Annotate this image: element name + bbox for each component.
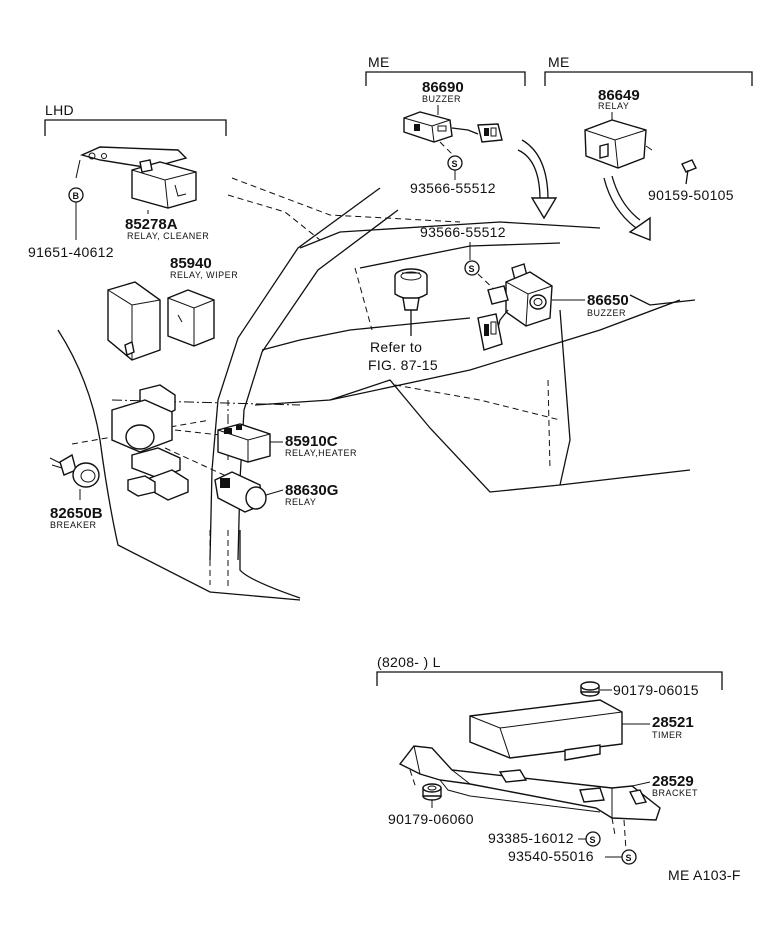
nut-90179-bottom-illustration	[422, 783, 442, 801]
reference-line-2: FIG. 87-15	[368, 357, 438, 373]
part-name-88630g: RELAY	[285, 497, 316, 507]
timer-illustration	[469, 699, 623, 761]
part-number-28529: 28529	[652, 773, 694, 790]
bracket-illustration	[398, 745, 661, 851]
part-name-85910c: RELAY,HEATER	[285, 448, 357, 458]
group-bracket-lhd: LHD	[44, 102, 227, 136]
arrow-icon-left	[517, 139, 558, 220]
screw-symbol-s-3: S	[585, 831, 601, 847]
fastener-label-91651: 91651-40612	[28, 244, 114, 260]
fastener-label-90179-top: 90179-06015	[613, 682, 699, 698]
relay-88630g-illustration	[214, 471, 267, 513]
breaker-illustration	[49, 453, 100, 488]
fastener-label-93540: 93540-55016	[508, 848, 594, 864]
arrow-icon-right	[603, 175, 651, 242]
fastener-label-90159: 90159-50105	[648, 187, 734, 203]
svg-text:S: S	[590, 835, 596, 845]
part-number-28521: 28521	[652, 714, 694, 731]
part-number-86650: 86650	[587, 292, 629, 309]
group-bracket-date-range: (8208- ) L	[376, 654, 723, 690]
group-label-me-right: ME	[548, 54, 570, 70]
part-name-86649: RELAY	[598, 101, 629, 111]
fastener-label-93385: 93385-16012	[488, 830, 574, 846]
relay-heater-illustration	[217, 423, 271, 463]
group-bracket-me-right: ME	[544, 54, 753, 86]
relay-wiper-illustration	[107, 281, 215, 361]
group-label-date-range: (8208- ) L	[377, 654, 441, 670]
fastener-label-90179-bottom: 90179-06060	[388, 811, 474, 827]
part-name-28529: BRACKET	[652, 788, 698, 798]
svg-text:S: S	[626, 853, 632, 863]
reference-line-1: Refer to	[370, 339, 422, 355]
fastener-label-93566-a: 93566-55512	[410, 180, 496, 196]
relay-86649-illustration	[584, 119, 653, 169]
part-name-82650b: BREAKER	[50, 520, 97, 530]
part-name-85940: RELAY, WIPER	[170, 270, 238, 280]
buzzer-86690-illustration	[403, 111, 503, 143]
part-number-85940: 85940	[170, 255, 212, 272]
footer-code: ME A103-F	[668, 867, 741, 883]
buzzer-round-illustration	[394, 268, 428, 336]
junction-block-illustration	[111, 384, 189, 501]
group-bracket-me-left: ME	[365, 54, 526, 86]
group-label-me-left: ME	[368, 54, 390, 70]
part-number-85278a: 85278A	[125, 216, 178, 233]
svg-text:S: S	[452, 159, 458, 169]
nut-90179-top-illustration	[580, 681, 600, 697]
buzzer-86650-illustration	[477, 263, 553, 351]
part-number-88630g: 88630G	[285, 482, 338, 499]
screw-symbol-s-2: S	[464, 260, 480, 276]
group-label-lhd: LHD	[45, 102, 74, 118]
relay-cleaner-illustration	[79, 146, 197, 209]
part-name-28521: TIMER	[652, 730, 683, 740]
screw-90159-illustration	[681, 159, 697, 185]
part-number-85910c: 85910C	[285, 433, 338, 450]
part-number-86690: 86690	[422, 79, 464, 96]
part-name-86690: BUZZER	[422, 94, 461, 104]
fastener-label-93566-b: 93566-55512	[420, 224, 506, 240]
svg-text:B: B	[73, 191, 80, 201]
screw-symbol-s-1: S	[447, 155, 463, 171]
part-number-82650b: 82650B	[50, 505, 103, 522]
part-name-86650: BUZZER	[587, 308, 626, 318]
part-name-85278a: RELAY, CLEANER	[127, 231, 209, 241]
svg-text:S: S	[469, 264, 475, 274]
part-number-86649: 86649	[598, 87, 640, 104]
bolt-symbol-b: B	[68, 187, 84, 203]
screw-symbol-s-4: S	[621, 849, 637, 865]
